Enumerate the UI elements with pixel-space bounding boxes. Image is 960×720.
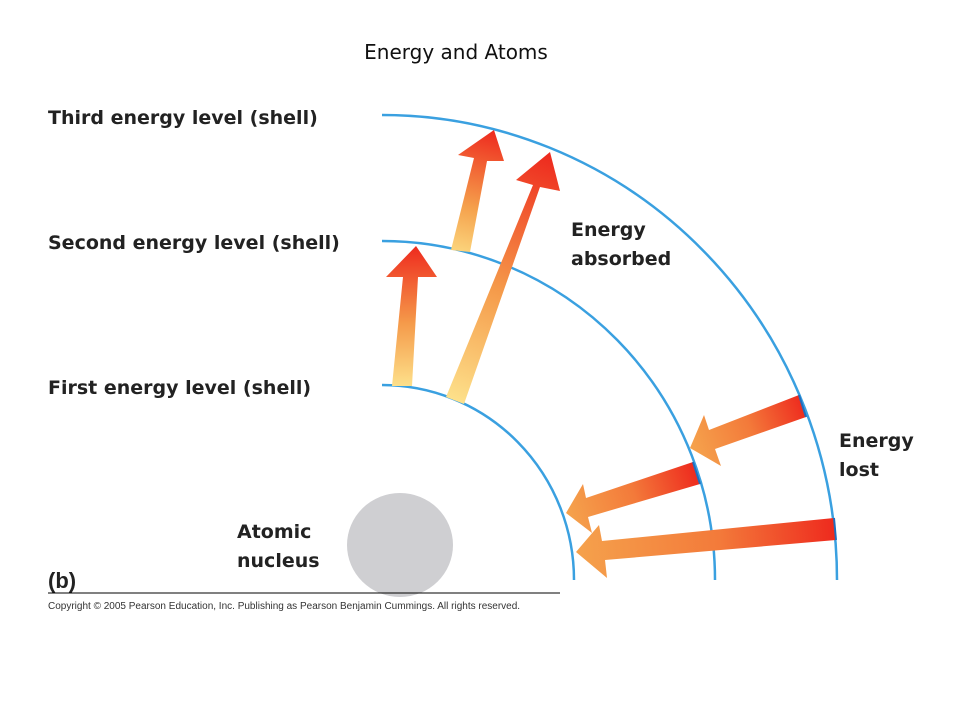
energy-lost-line2: lost xyxy=(839,459,879,481)
third-shell-arc xyxy=(381,113,839,581)
energy-absorbed-label: Energy absorbed xyxy=(571,216,671,274)
absorb-arrow-first-to-third xyxy=(446,152,560,404)
nucleus-line1: Atomic xyxy=(237,521,312,543)
nucleus-line2: nucleus xyxy=(237,550,320,572)
absorb-arrow-second-to-third xyxy=(451,130,504,252)
third-level-label: Third energy level (shell) xyxy=(48,107,318,129)
first-level-label: First energy level (shell) xyxy=(48,377,312,399)
copyright-notice: Copyright © 2005 Pearson Education, Inc.… xyxy=(48,601,521,612)
lose-arrow-third-to-second xyxy=(690,395,806,466)
second-shell-mark xyxy=(692,461,701,485)
third-shell-mark-upper xyxy=(798,394,807,418)
lose-arrow-third-to-first xyxy=(576,518,836,578)
figure-label: (b) xyxy=(48,568,77,593)
energy-lost-line1: Energy xyxy=(839,430,914,452)
absorb-arrow-first-to-second xyxy=(386,246,437,386)
energy-absorbed-line2: absorbed xyxy=(571,248,672,270)
energy-lost-label: Energy lost xyxy=(839,427,914,485)
third-shell-mark-lower xyxy=(833,517,837,541)
nucleus-label: Atomic nucleus xyxy=(237,518,320,576)
energy-absorbed-line1: Energy xyxy=(571,219,646,241)
lose-arrow-second-to-first xyxy=(566,462,700,533)
first-shell-arc xyxy=(381,383,576,581)
slide-title: Energy and Atoms xyxy=(364,40,548,64)
atomic-nucleus xyxy=(347,493,453,597)
second-level-label: Second energy level (shell) xyxy=(48,232,340,254)
